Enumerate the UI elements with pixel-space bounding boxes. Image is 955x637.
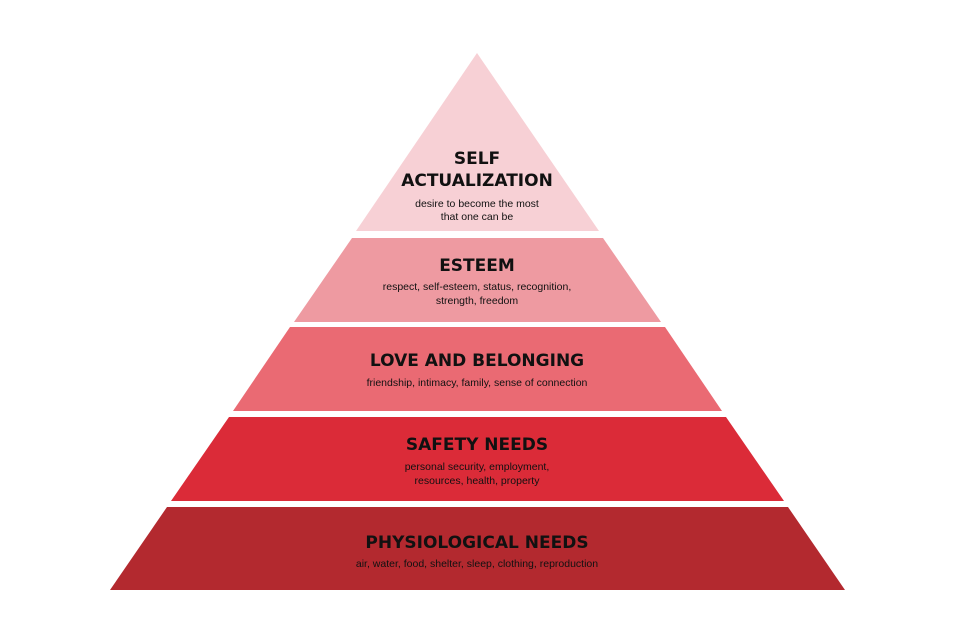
level-physiological-needs-desc: air, water, food, shelter, sleep, clothi… [356, 558, 598, 570]
level-esteem-shape [294, 238, 661, 322]
level-love-and-belonging-shape [233, 327, 722, 411]
level-love-and-belonging: LOVE AND BELONGING friendship, intimacy,… [233, 327, 722, 411]
level-safety-needs-desc-line-1: personal security, employment, [405, 461, 550, 473]
level-physiological-needs-shape [110, 507, 845, 590]
level-physiological-needs-title: PHYSIOLOGICAL NEEDS [365, 533, 588, 553]
level-esteem: ESTEEM respect, self-esteem, status, rec… [294, 238, 661, 322]
level-physiological-needs: PHYSIOLOGICAL NEEDS air, water, food, sh… [110, 507, 845, 590]
level-esteem-desc-line-2: strength, freedom [436, 295, 519, 307]
level-self-actualization-shape [356, 53, 599, 231]
level-safety-needs-desc-line-2: resources, health, property [415, 475, 541, 487]
level-esteem-desc-line-1: respect, self-esteem, status, recognitio… [383, 281, 572, 293]
level-love-and-belonging-title: LOVE AND BELONGING [370, 351, 584, 371]
level-safety-needs: SAFETY NEEDS personal security, employme… [171, 417, 784, 501]
level-self-actualization-desc-line-1: desire to become the most [415, 198, 539, 210]
level-self-actualization-title-line-1: SELF [454, 149, 500, 169]
level-love-and-belonging-desc: friendship, intimacy, family, sense of c… [367, 377, 588, 389]
level-self-actualization-desc-line-2: that one can be [441, 211, 514, 223]
level-safety-needs-title: SAFETY NEEDS [406, 435, 548, 455]
level-self-actualization: SELF ACTUALIZATION desire to become the … [356, 53, 599, 231]
level-self-actualization-title-line-2: ACTUALIZATION [401, 171, 553, 191]
level-safety-needs-shape [171, 417, 784, 501]
level-esteem-title: ESTEEM [439, 256, 515, 276]
